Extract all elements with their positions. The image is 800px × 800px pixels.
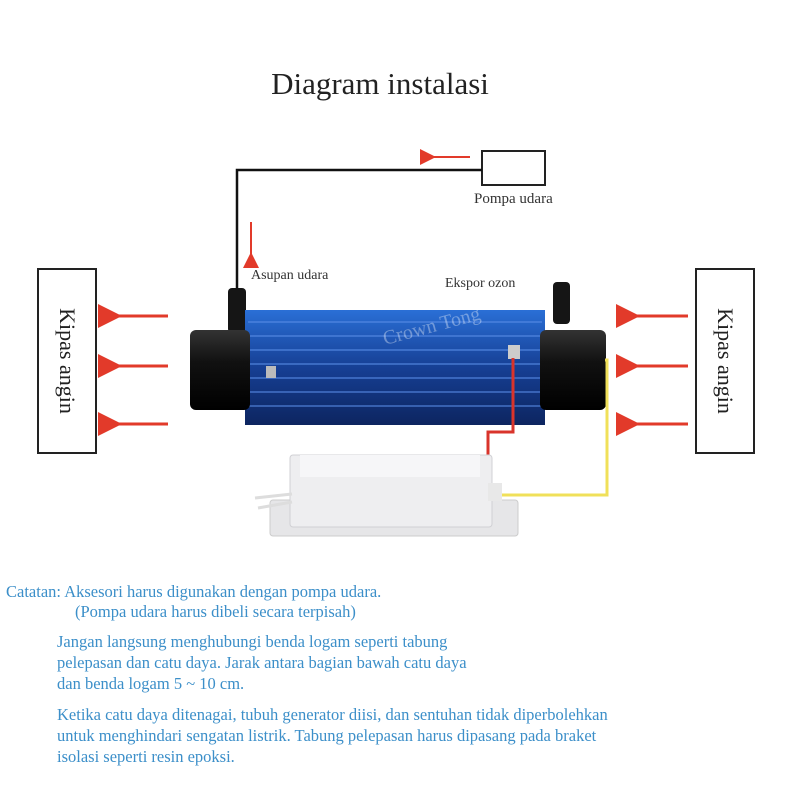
ozone-export-label: Ekspor ozon	[445, 276, 516, 291]
air-hose	[235, 168, 482, 288]
note-paragraph-2: Jangan langsung menghubungi benda logam …	[57, 631, 467, 694]
fan-arrows-right	[616, 304, 688, 436]
note-text: Ketika catu daya ditenagai, tubuh genera…	[57, 705, 608, 724]
yellow-wire	[500, 358, 609, 497]
note-text: pelepasan dan catu daya. Jarak antara ba…	[57, 653, 467, 672]
note-line-1: Catatan: Aksesori harus digunakan dengan…	[6, 582, 382, 601]
fan-right-label: Kipas angin	[713, 308, 738, 414]
air-pump-box	[481, 150, 546, 186]
ozone-tube	[190, 282, 606, 425]
power-supply	[254, 454, 519, 537]
note-paragraph-3: Ketika catu daya ditenagai, tubuh genera…	[57, 704, 608, 767]
diagram-title: Diagram instalasi	[271, 66, 489, 101]
note-text: dan benda logam 5 ~ 10 cm.	[57, 674, 245, 693]
fan-left-box: Kipas angin	[37, 268, 97, 454]
note-text: isolasi seperti resin epoksi.	[57, 747, 235, 766]
fan-right-box: Kipas angin	[695, 268, 755, 454]
note-text: Jangan langsung menghubungi benda logam …	[57, 632, 448, 651]
air-intake-label: Asupan udara	[251, 268, 329, 283]
fan-left-label: Kipas angin	[55, 308, 80, 414]
note-line-2: (Pompa udara harus dibeli secara terpisa…	[75, 602, 356, 621]
note-text: untuk menghindari sengatan listrik. Tabu…	[57, 726, 597, 745]
fan-arrows-left	[98, 304, 168, 436]
air-pump-label: Pompa udara	[474, 191, 553, 207]
